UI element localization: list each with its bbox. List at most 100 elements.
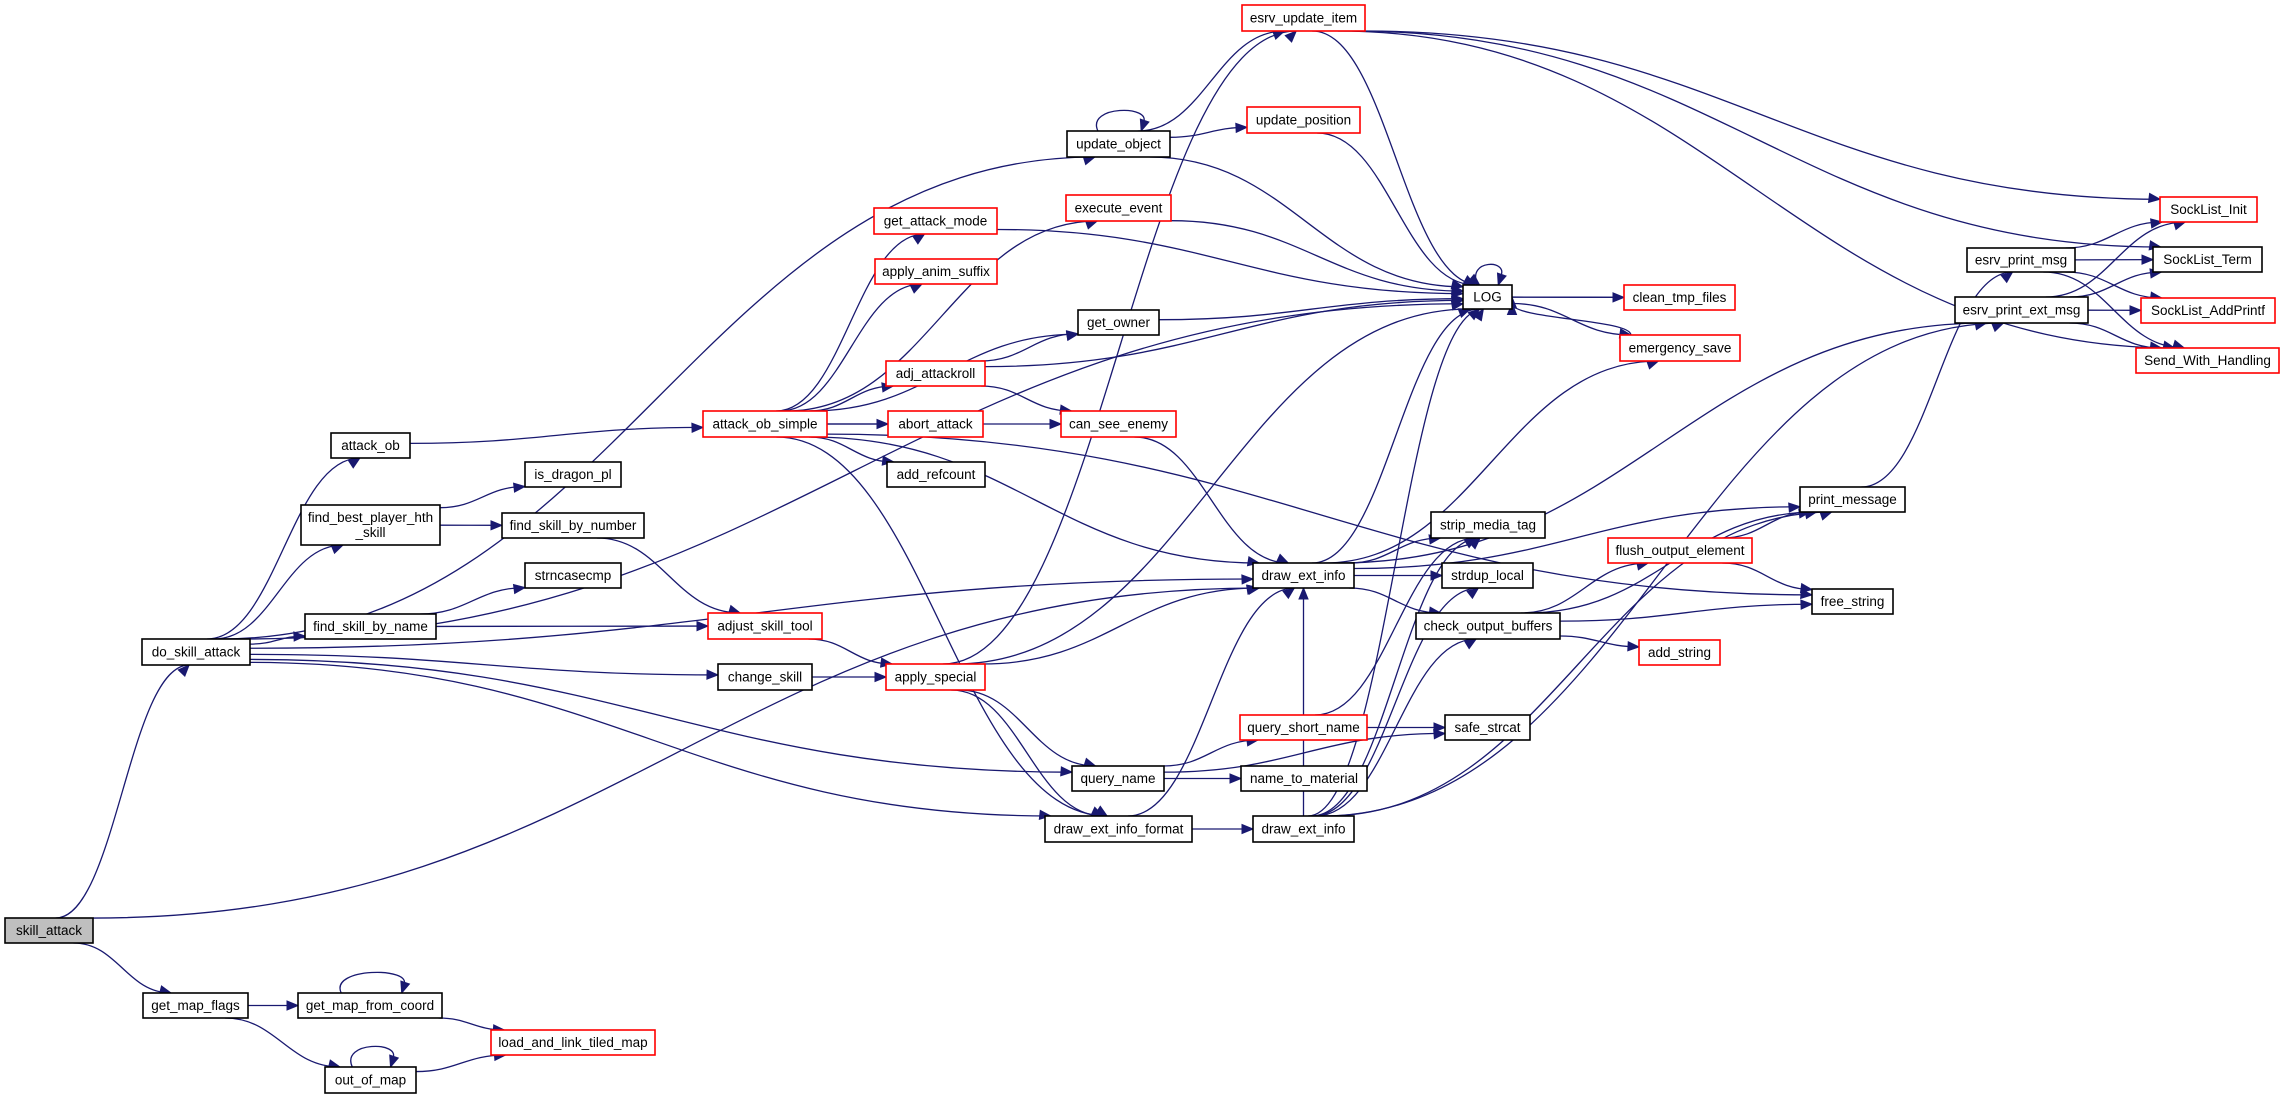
arrowhead-icon — [400, 980, 411, 995]
edge-draw-ext-info-1-to-print-message — [1353, 502, 1802, 570]
node-esrv-print-ext-msg[interactable]: esrv_print_ext_msg — [1954, 296, 2089, 324]
node-box — [304, 613, 437, 640]
node-label: out_of_map — [335, 1073, 406, 1088]
node-label: get_map_flags — [151, 998, 240, 1013]
node-box — [873, 207, 998, 235]
node-change-skill[interactable]: change_skill — [717, 663, 813, 691]
node-box — [1799, 486, 1906, 513]
edge-line — [808, 638, 893, 665]
node-name-to-material[interactable]: name_to_material — [1240, 765, 1368, 792]
node-socklist-addprintf[interactable]: SockList_AddPrintf — [2140, 297, 2276, 324]
node-out-of-map[interactable]: out_of_map — [324, 1066, 417, 1094]
node-abort-attack[interactable]: abort_attack — [887, 410, 984, 438]
edge-draw-ext-info-2-to-print-message — [1325, 510, 1833, 817]
edge-draw-ext-info-format-to-draw-ext-info-2 — [1192, 823, 1255, 835]
node-log[interactable]: LOG — [1462, 284, 1513, 310]
node-print-message[interactable]: print_message — [1799, 486, 1906, 513]
node-query-name[interactable]: query_name — [1071, 765, 1165, 792]
node-draw-ext-info-2[interactable]: draw_ext_info — [1252, 815, 1355, 843]
edge-log-to-emergency-save — [1511, 302, 1633, 339]
node-box — [887, 410, 984, 438]
node-query-short-name[interactable]: query_short_name — [1239, 714, 1368, 741]
node-update-position[interactable]: update_position — [1246, 106, 1361, 134]
edge-line — [980, 333, 1079, 362]
node-strip-media-tag[interactable]: strip_media_tag — [1430, 511, 1546, 539]
node-box — [1066, 130, 1171, 158]
node-esrv-update-item[interactable]: esrv_update_item — [1241, 4, 1366, 32]
node-get-owner[interactable]: get_owner — [1077, 309, 1160, 336]
node-add-refcount[interactable]: add_refcount — [886, 461, 986, 488]
edge-line — [1170, 220, 1464, 292]
node-strncasecmp[interactable]: strncasecmp — [524, 562, 622, 589]
edge-line — [224, 1017, 340, 1068]
edge-do-skill-attack-to-attack-ob — [206, 457, 362, 640]
edge-line — [779, 283, 922, 412]
node-label: find_skill_by_name — [313, 619, 428, 634]
node-load-and-link-tiled-map[interactable]: load_and_link_tiled_map — [490, 1029, 656, 1056]
edge-line — [2065, 221, 2163, 249]
node-execute-event[interactable]: execute_event — [1065, 194, 1172, 222]
node-box — [1619, 334, 1741, 362]
node-box — [1252, 815, 1355, 843]
node-flush-output-element[interactable]: flush_output_element — [1607, 537, 1753, 564]
edge-line — [415, 1054, 506, 1073]
edge-flush-output-element-to-print-message — [1722, 508, 1812, 539]
node-attack-ob[interactable]: attack_ob — [330, 432, 411, 459]
node-do-skill-attack[interactable]: do_skill_attack — [141, 638, 251, 666]
node-label: esrv_print_ext_msg — [1963, 303, 2081, 318]
node-label: SockList_AddPrintf — [2151, 303, 2265, 318]
node-label: attack_ob — [341, 438, 400, 453]
node-adj-attackroll[interactable]: adj_attackroll — [885, 360, 986, 387]
edge-get-attack-mode-to-log — [996, 228, 1465, 298]
node-draw-ext-info-1[interactable]: draw_ext_info — [1252, 562, 1355, 589]
node-get-map-flags[interactable]: get_map_flags — [142, 992, 249, 1019]
arrowhead-icon — [1800, 599, 1814, 610]
node-box — [1954, 296, 2089, 324]
edge-find-skill-by-name-to-adjust-skill-tool — [435, 620, 710, 632]
node-safe-strcat[interactable]: safe_strcat — [1444, 714, 1531, 741]
node-strdup-local[interactable]: strdup_local — [1441, 562, 1534, 589]
node-label: LOG — [1473, 290, 1502, 305]
node-adjust-skill-tool[interactable]: adjust_skill_tool — [707, 612, 823, 640]
node-add-string[interactable]: add_string — [1638, 639, 1721, 666]
node-find-skill-by-number[interactable]: find_skill_by_number — [501, 512, 645, 539]
node-clean-tmp-files[interactable]: clean_tmp_files — [1623, 284, 1736, 311]
edge-get-owner-to-log — [1158, 293, 1465, 321]
node-get-attack-mode[interactable]: get_attack_mode — [873, 207, 998, 235]
node-find-skill-by-name[interactable]: find_skill_by_name — [304, 613, 437, 640]
edge-can-see-enemy-to-draw-ext-info-1 — [1134, 436, 1290, 564]
node-apply-anim-suffix[interactable]: apply_anim_suffix — [874, 258, 998, 285]
arrowhead-icon — [909, 283, 924, 294]
node-socklist-term[interactable]: SockList_Term — [2152, 246, 2263, 273]
node-get-map-from-coord[interactable]: get_map_from_coord — [297, 992, 443, 1019]
node-socklist-init[interactable]: SockList_Init — [2159, 196, 2258, 223]
node-attack-ob-simple[interactable]: attack_ob_simple — [702, 410, 828, 438]
node-free-string[interactable]: free_string — [1811, 588, 1894, 615]
edge-emergency-save-to-log — [1506, 302, 1632, 336]
arrowhead-icon — [1496, 272, 1507, 287]
edge-line — [1149, 156, 1464, 288]
node-label: _skill — [354, 525, 385, 540]
node-esrv-print-msg[interactable]: esrv_print_msg — [1966, 247, 2076, 273]
node-draw-ext-info-format[interactable]: draw_ext_info_format — [1044, 815, 1193, 843]
node-box — [501, 512, 645, 539]
node-box — [1246, 106, 1361, 134]
node-find-best-player-hth-skill[interactable]: find_best_player_hth_skill — [300, 504, 441, 546]
node-update-object[interactable]: update_object — [1066, 130, 1171, 158]
edge-line — [1353, 506, 1801, 570]
node-check-output-buffers[interactable]: check_output_buffers — [1415, 612, 1561, 640]
node-can-see-enemy[interactable]: can_see_enemy — [1060, 410, 1177, 438]
node-label: query_name — [1080, 771, 1155, 786]
edge-update-object-to-update-object — [1095, 109, 1150, 133]
node-apply-special[interactable]: apply_special — [885, 663, 986, 691]
node-skill-attack[interactable]: skill_attack — [4, 917, 94, 944]
node-emergency-save[interactable]: emergency_save — [1619, 334, 1741, 362]
node-send-with-handling[interactable]: Send_With_Handling — [2135, 347, 2280, 374]
edge-line — [1325, 511, 1832, 817]
arrowhead-icon — [1627, 641, 1641, 652]
node-label: execute_event — [1075, 201, 1163, 216]
node-is-dragon-pl[interactable]: is_dragon_pl — [524, 461, 622, 488]
edge-apply-special-to-draw-ext-info-format — [951, 689, 1105, 817]
node-label: skill_attack — [16, 923, 82, 938]
edge-line — [1312, 587, 1479, 817]
